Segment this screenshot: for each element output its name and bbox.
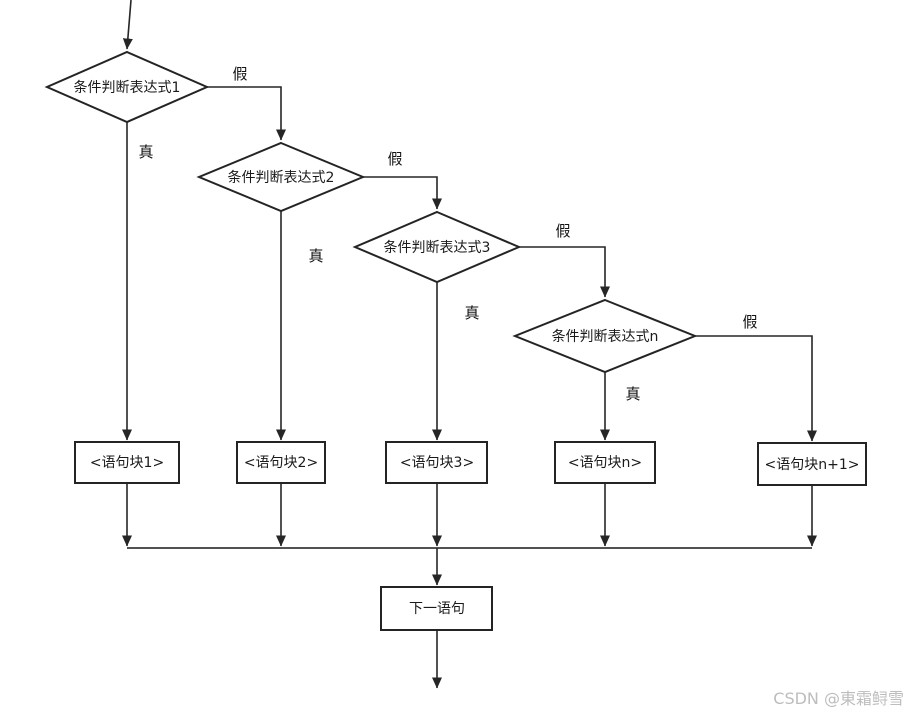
block-label-n1: <语句块n+1> [765, 457, 860, 473]
edge-d3-false [519, 246, 610, 298]
next-statement-rect [380, 586, 493, 631]
decision-label-1: 条件判断表达式1 [74, 79, 181, 96]
csdn-watermark: CSDN @東霜鲟雪 [773, 689, 904, 708]
block-label-1: <语句块1> [90, 455, 164, 471]
decision-diamond-1 [44, 50, 210, 124]
edge-label-false-2: 假 [387, 150, 402, 168]
block-rect-2 [236, 441, 326, 484]
block-rect-n [554, 441, 656, 484]
decision-diamond-n [512, 298, 698, 374]
block-rect-1 [74, 441, 180, 484]
edge-label-true-2: 真 [308, 247, 323, 265]
decision-label-n: 条件判断表达式n [552, 328, 659, 345]
edge-label-true-1: 真 [138, 143, 153, 161]
block-label-2: <语句块2> [244, 455, 318, 471]
edge-entry-arrow [122, 0, 133, 50]
edge-d1-false [207, 86, 286, 141]
edge-dn-false [695, 335, 817, 442]
edge-label-false-3: 假 [555, 222, 570, 240]
edge-d2-false [363, 176, 442, 210]
decision-label-2: 条件判断表达式2 [228, 169, 335, 186]
edge-label-true-3: 真 [464, 304, 479, 322]
edge-label-false-n: 假 [742, 313, 757, 331]
edge-label-true-n: 真 [625, 385, 640, 403]
block-label-3: <语句块3> [400, 455, 474, 471]
edge-label-false-1: 假 [232, 65, 247, 83]
block-rect-3 [385, 441, 488, 484]
next-statement-label: 下一语句 [409, 601, 465, 617]
block-rect-n1 [757, 442, 867, 486]
decision-diamond-2 [196, 141, 366, 213]
decision-diamond-3 [352, 210, 522, 284]
block-label-n: <语句块n> [568, 455, 642, 471]
decision-label-3: 条件判断表达式3 [384, 239, 491, 256]
